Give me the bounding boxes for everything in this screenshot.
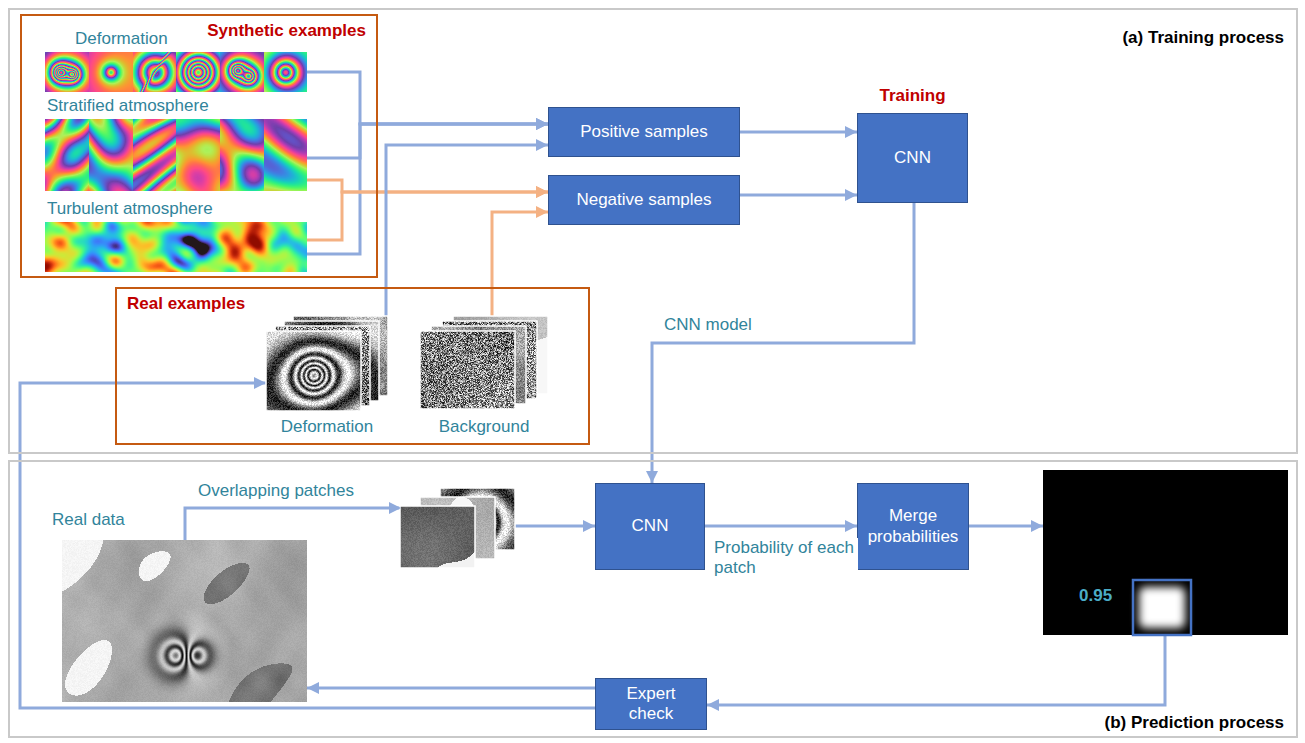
- node-text: Merge probabilities: [866, 506, 960, 547]
- connector: [969, 525, 1043, 528]
- node-text: (a) Training process: [1122, 28, 1284, 48]
- node-text: Expert check: [604, 684, 698, 725]
- real-background-image: [420, 331, 515, 409]
- node-text: Deformation: [266, 417, 388, 437]
- edge-label: CNN model: [662, 315, 754, 335]
- node-text: Training: [838, 86, 987, 106]
- process-panel: (b) Prediction process Real data CNN Merge …: [8, 460, 1298, 738]
- turbulent-strip: [45, 222, 307, 272]
- node-text: Synthetic examples: [207, 21, 366, 41]
- connector: [307, 192, 548, 240]
- real-deformation-image: [266, 331, 361, 411]
- process-box: Merge probabilities: [857, 483, 969, 570]
- node-text: Background: [420, 417, 548, 437]
- image-edge: [420, 331, 515, 409]
- connector-group: [20, 72, 1165, 708]
- connector: [652, 203, 914, 483]
- arrow-head: [389, 502, 401, 514]
- process-box: Positive samples: [548, 107, 740, 157]
- image-stack: Background: [420, 316, 548, 411]
- connector: [740, 131, 857, 134]
- connector: [307, 687, 595, 690]
- node-text: Deformation: [75, 29, 168, 49]
- interferogram-image: [62, 540, 307, 702]
- process-box: Negative samples: [548, 175, 740, 225]
- deformation-strip: [45, 52, 307, 92]
- connector: [307, 180, 548, 192]
- connector: [707, 635, 1165, 705]
- image-strip: Deformation: [45, 52, 307, 92]
- probability-map: 0.95: [1043, 470, 1288, 635]
- detection-box: [1133, 580, 1191, 635]
- node-text: Negative samples: [576, 190, 711, 210]
- image-panel: Real data: [62, 540, 307, 702]
- process-panel: (a) Training processSynthetic examplesDe…: [8, 8, 1298, 454]
- connector: [705, 525, 857, 528]
- detection-blob: [1139, 587, 1185, 628]
- node-text: CNN: [894, 148, 931, 168]
- node-text: CNN: [632, 516, 669, 536]
- image-stack: Deformation: [266, 316, 388, 411]
- connector: [740, 194, 857, 197]
- connector: [386, 145, 548, 316]
- node-text: Real examples: [127, 294, 245, 314]
- connector: [307, 72, 548, 124]
- connector: [492, 212, 548, 316]
- image-edge: [400, 506, 475, 568]
- edge-label: Probability of each patch: [712, 538, 858, 579]
- image-strip: Stratified atmosphere: [45, 119, 307, 191]
- connector: [307, 124, 548, 158]
- node-text: Turbulent atmosphere: [47, 199, 213, 219]
- stratified-strip: [45, 119, 307, 191]
- process-box: CNN: [595, 483, 705, 570]
- group-frame: Real examplesDeformationBackground: [115, 287, 590, 445]
- patch-image: [400, 506, 475, 568]
- probability-background: [1043, 470, 1288, 635]
- process-box: Expert check: [595, 678, 707, 730]
- node-text: Stratified atmosphere: [47, 96, 209, 116]
- node-text: (b) Prediction process: [1105, 713, 1284, 733]
- image-edge: [266, 331, 361, 411]
- group-frame: Synthetic examplesDeformationStratified …: [20, 14, 378, 278]
- node-text: 0.95: [1079, 586, 1112, 606]
- node-text: Positive samples: [580, 122, 708, 142]
- image-strip: Turbulent atmosphere: [45, 222, 307, 272]
- process-box: TrainingCNN: [857, 113, 968, 203]
- node-text: Real data: [52, 510, 125, 530]
- connector: [20, 383, 595, 708]
- edge-label: Overlapping patches: [196, 481, 356, 501]
